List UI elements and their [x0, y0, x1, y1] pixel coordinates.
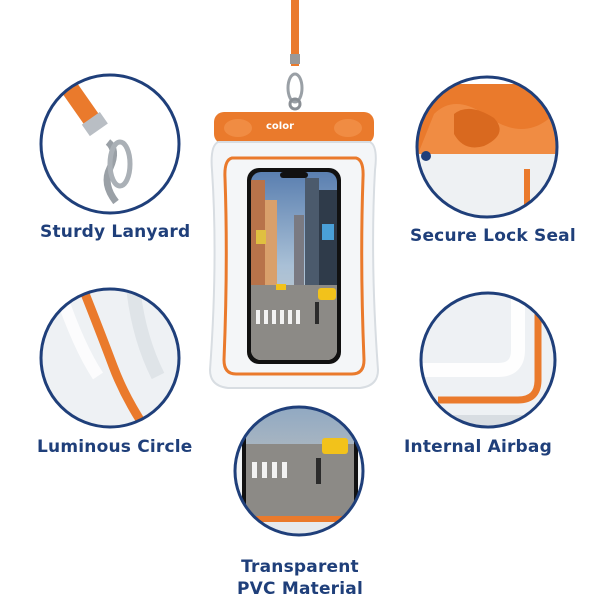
label-luminous-circle: Luminous Circle	[37, 437, 193, 457]
circle-pvc	[233, 405, 365, 537]
luminous-ring	[222, 156, 366, 376]
waterproof-pouch-image	[208, 0, 380, 389]
label-sturdy-lanyard: Sturdy Lanyard	[40, 222, 191, 242]
lanyard-clasp	[286, 72, 304, 104]
circle-lock-seal	[415, 75, 559, 219]
label-pvc-line1: Transparent	[241, 557, 359, 577]
circle-luminous	[39, 287, 181, 429]
brand-logo: color	[266, 121, 306, 135]
label-pvc-line2: PVC Material	[237, 579, 363, 599]
brand-logo-text: color	[266, 121, 295, 132]
lanyard-strap	[291, 0, 299, 66]
label-transparent-pvc: Transparent PVC Material	[225, 556, 375, 600]
label-internal-airbag: Internal Airbag	[404, 437, 552, 457]
circle-lanyard	[39, 73, 181, 215]
label-secure-lock-seal: Secure Lock Seal	[410, 226, 576, 246]
circle-airbag	[419, 291, 557, 429]
seal-bar	[214, 112, 374, 144]
